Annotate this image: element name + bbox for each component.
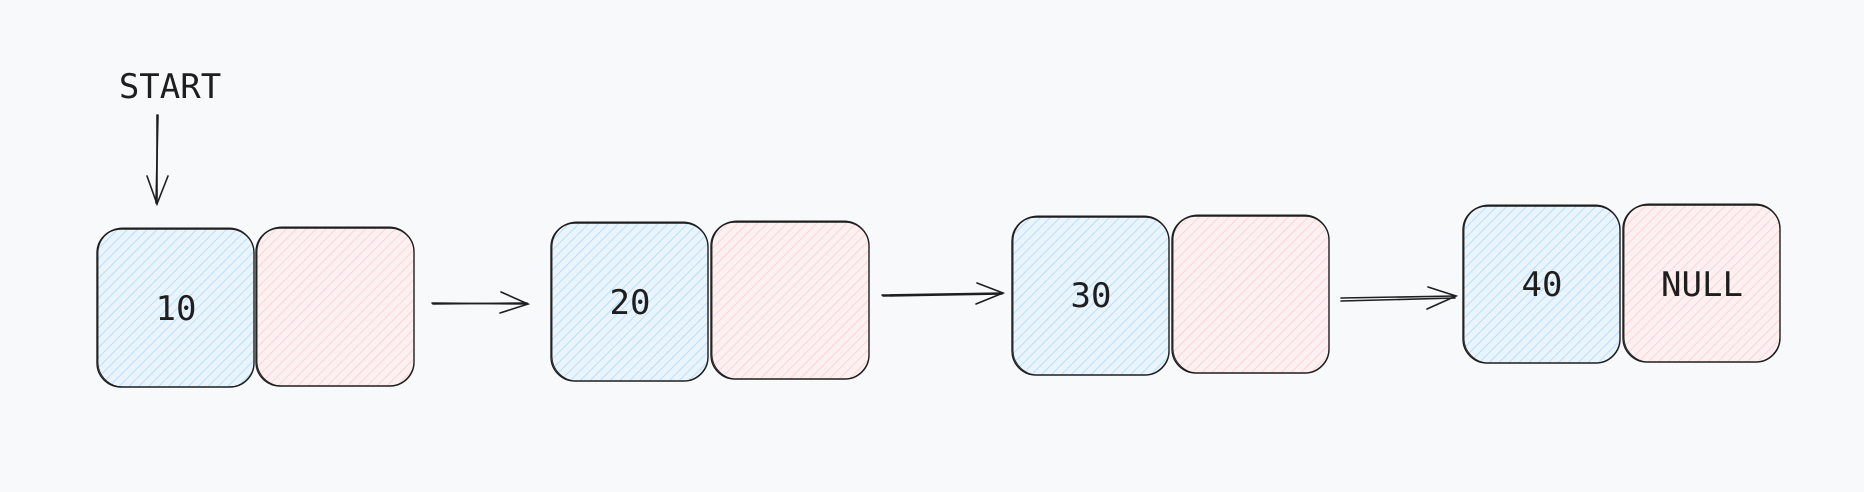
node-1: 10 <box>96 226 415 388</box>
node-4: 40 NULL <box>1462 203 1781 364</box>
node-4-data-value: 40 <box>1522 265 1563 305</box>
node-3-data-cell <box>1011 215 1170 376</box>
node-4-next-value: NULL <box>1661 265 1743 305</box>
node-4-pointer-cell <box>1622 203 1781 363</box>
node-2-data-value: 20 <box>610 283 651 323</box>
arrow-node-1-to-node-2 <box>431 291 531 314</box>
node-1-data-cell <box>96 227 255 388</box>
node-3: 30 <box>1011 214 1330 376</box>
node-1-data-value: 10 <box>156 289 197 329</box>
start-label: START <box>119 67 221 107</box>
node-2-pointer-cell <box>710 220 870 380</box>
arrow-node-3-to-node-4 <box>1340 286 1459 310</box>
node-2: 20 <box>550 220 870 382</box>
node-3-data-value: 30 <box>1071 276 1112 316</box>
node-2-data-cell <box>550 221 709 382</box>
node-1-pointer-cell <box>255 226 415 387</box>
node-4-data-cell <box>1462 204 1621 364</box>
arrow-node-2-to-node-3 <box>881 282 1006 305</box>
start-arrow <box>146 114 169 207</box>
node-3-pointer-cell <box>1171 214 1330 374</box>
